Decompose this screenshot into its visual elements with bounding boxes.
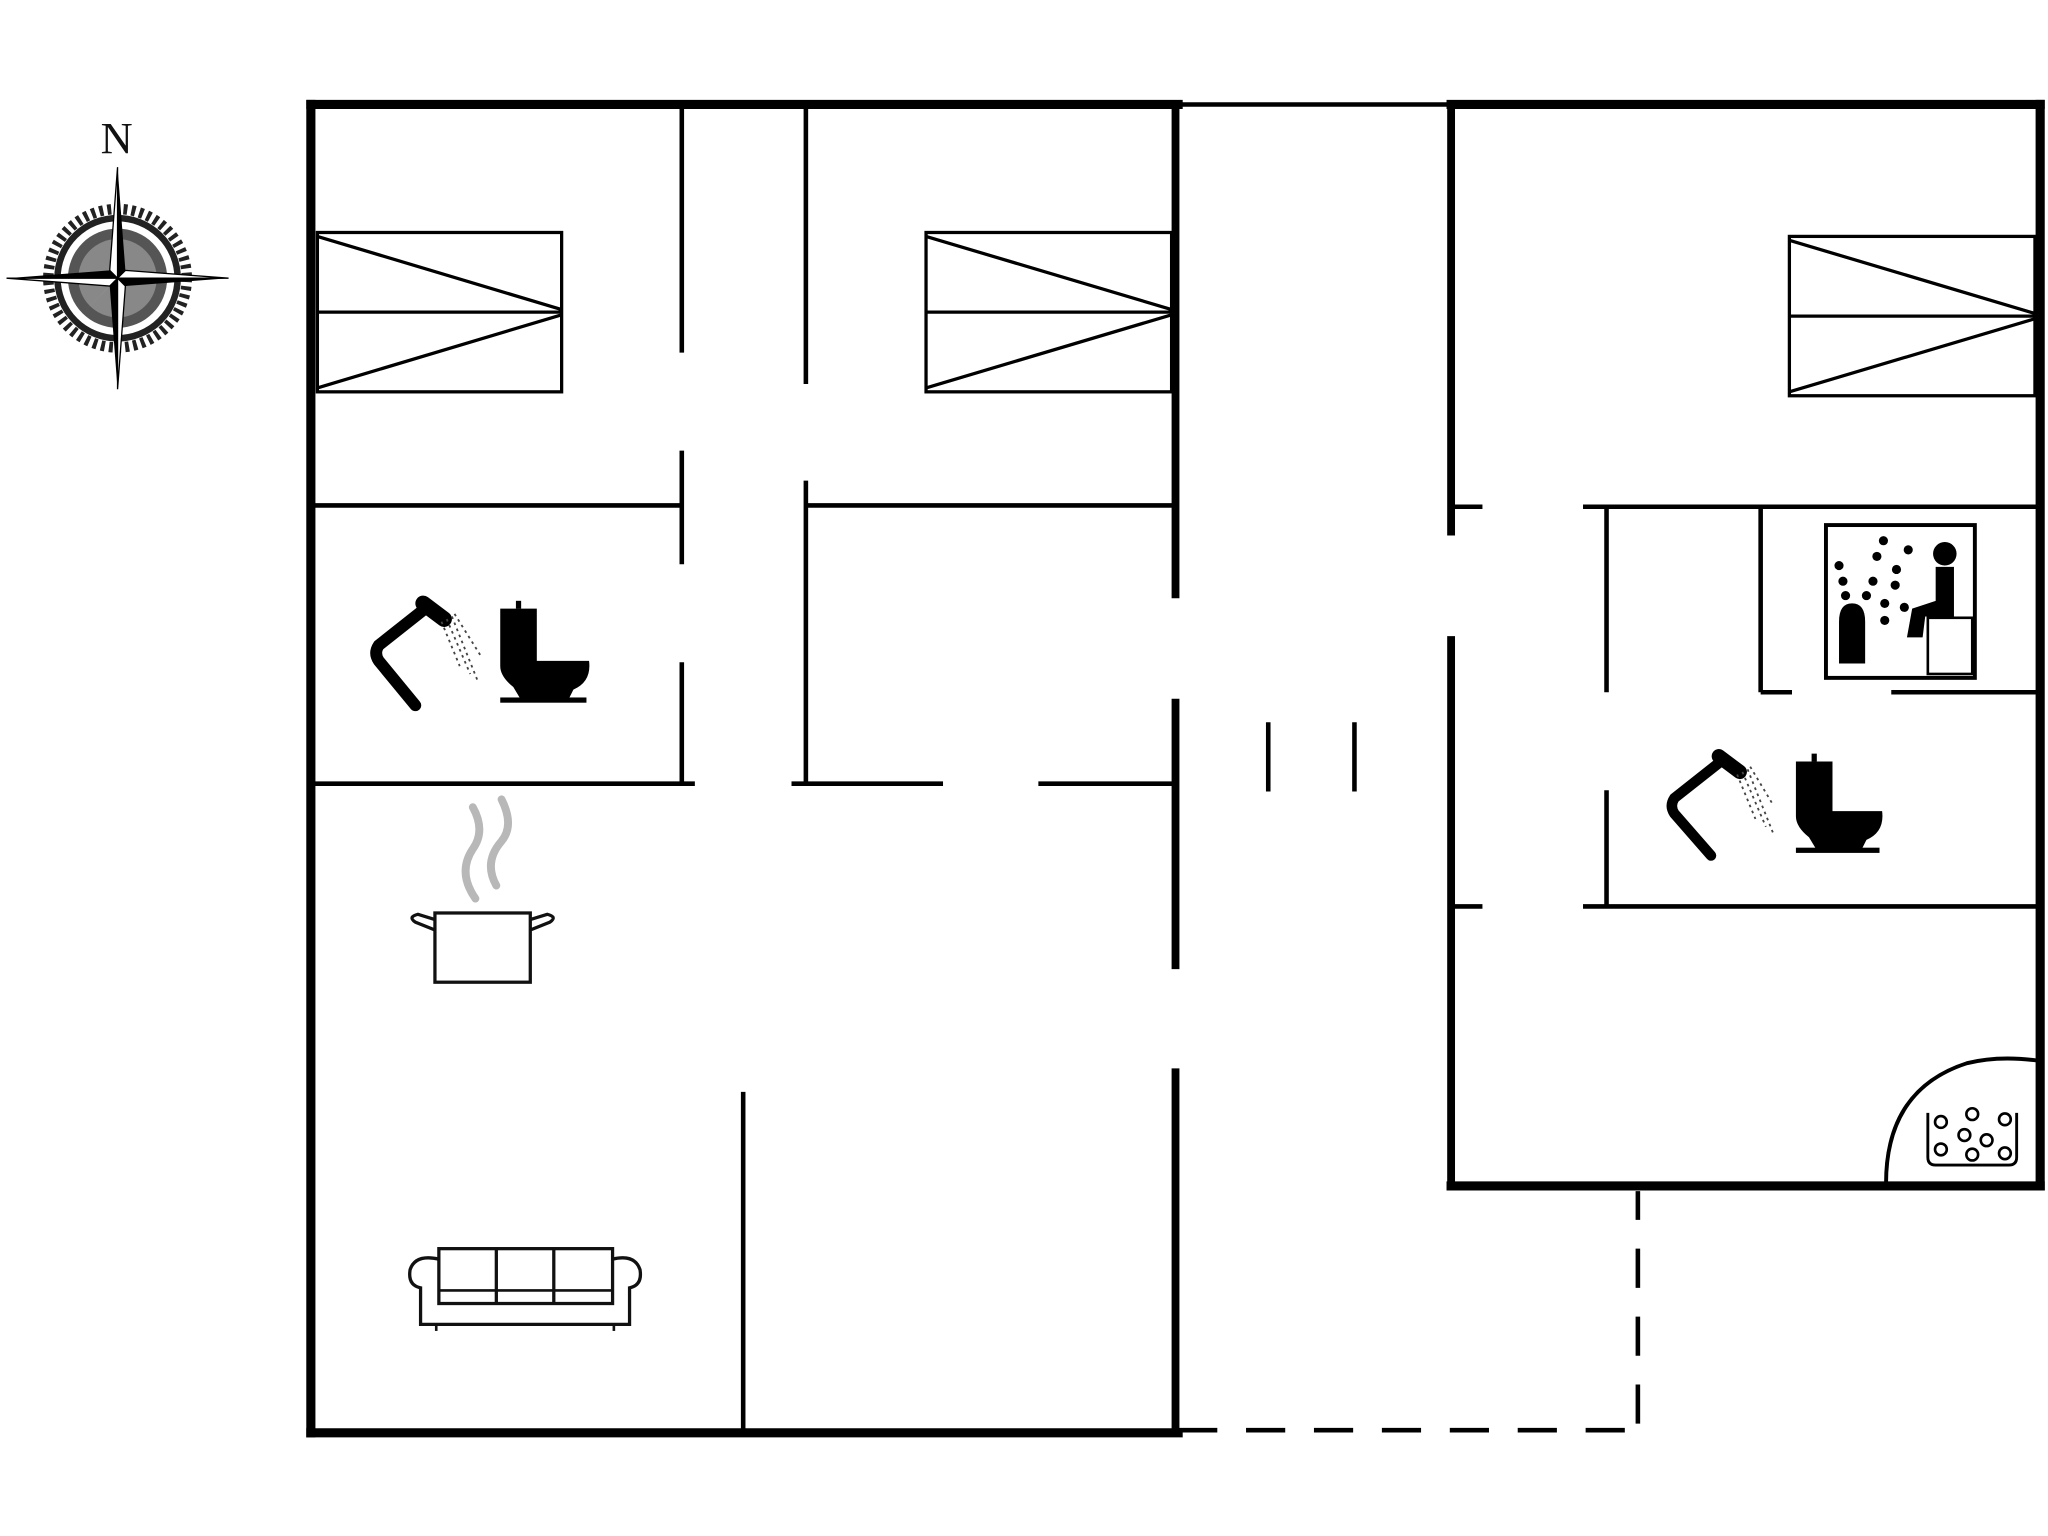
covered-terrace-outline: [1178, 1191, 1641, 1433]
bed-icon: [924, 230, 1174, 394]
north-label: N: [101, 113, 133, 163]
sofa-icon: [408, 1247, 643, 1331]
compass-rose-icon: N: [6, 113, 229, 390]
exterior-walls: [306, 99, 2045, 1438]
bed-icon: [315, 230, 564, 394]
cooking-pot-icon: [410, 795, 555, 984]
sauna-icon: [1824, 523, 1977, 680]
bed-icon: [1787, 234, 2037, 398]
toilet-icon: [500, 600, 590, 703]
structural-walls: [1171, 104, 1456, 1433]
shower-icon: [1666, 749, 1775, 861]
toilet-icon: [1795, 753, 1883, 853]
shower-icon: [370, 595, 482, 712]
interior-walls: [310, 104, 2041, 1433]
whirlpool-icon: [1884, 1056, 2038, 1184]
